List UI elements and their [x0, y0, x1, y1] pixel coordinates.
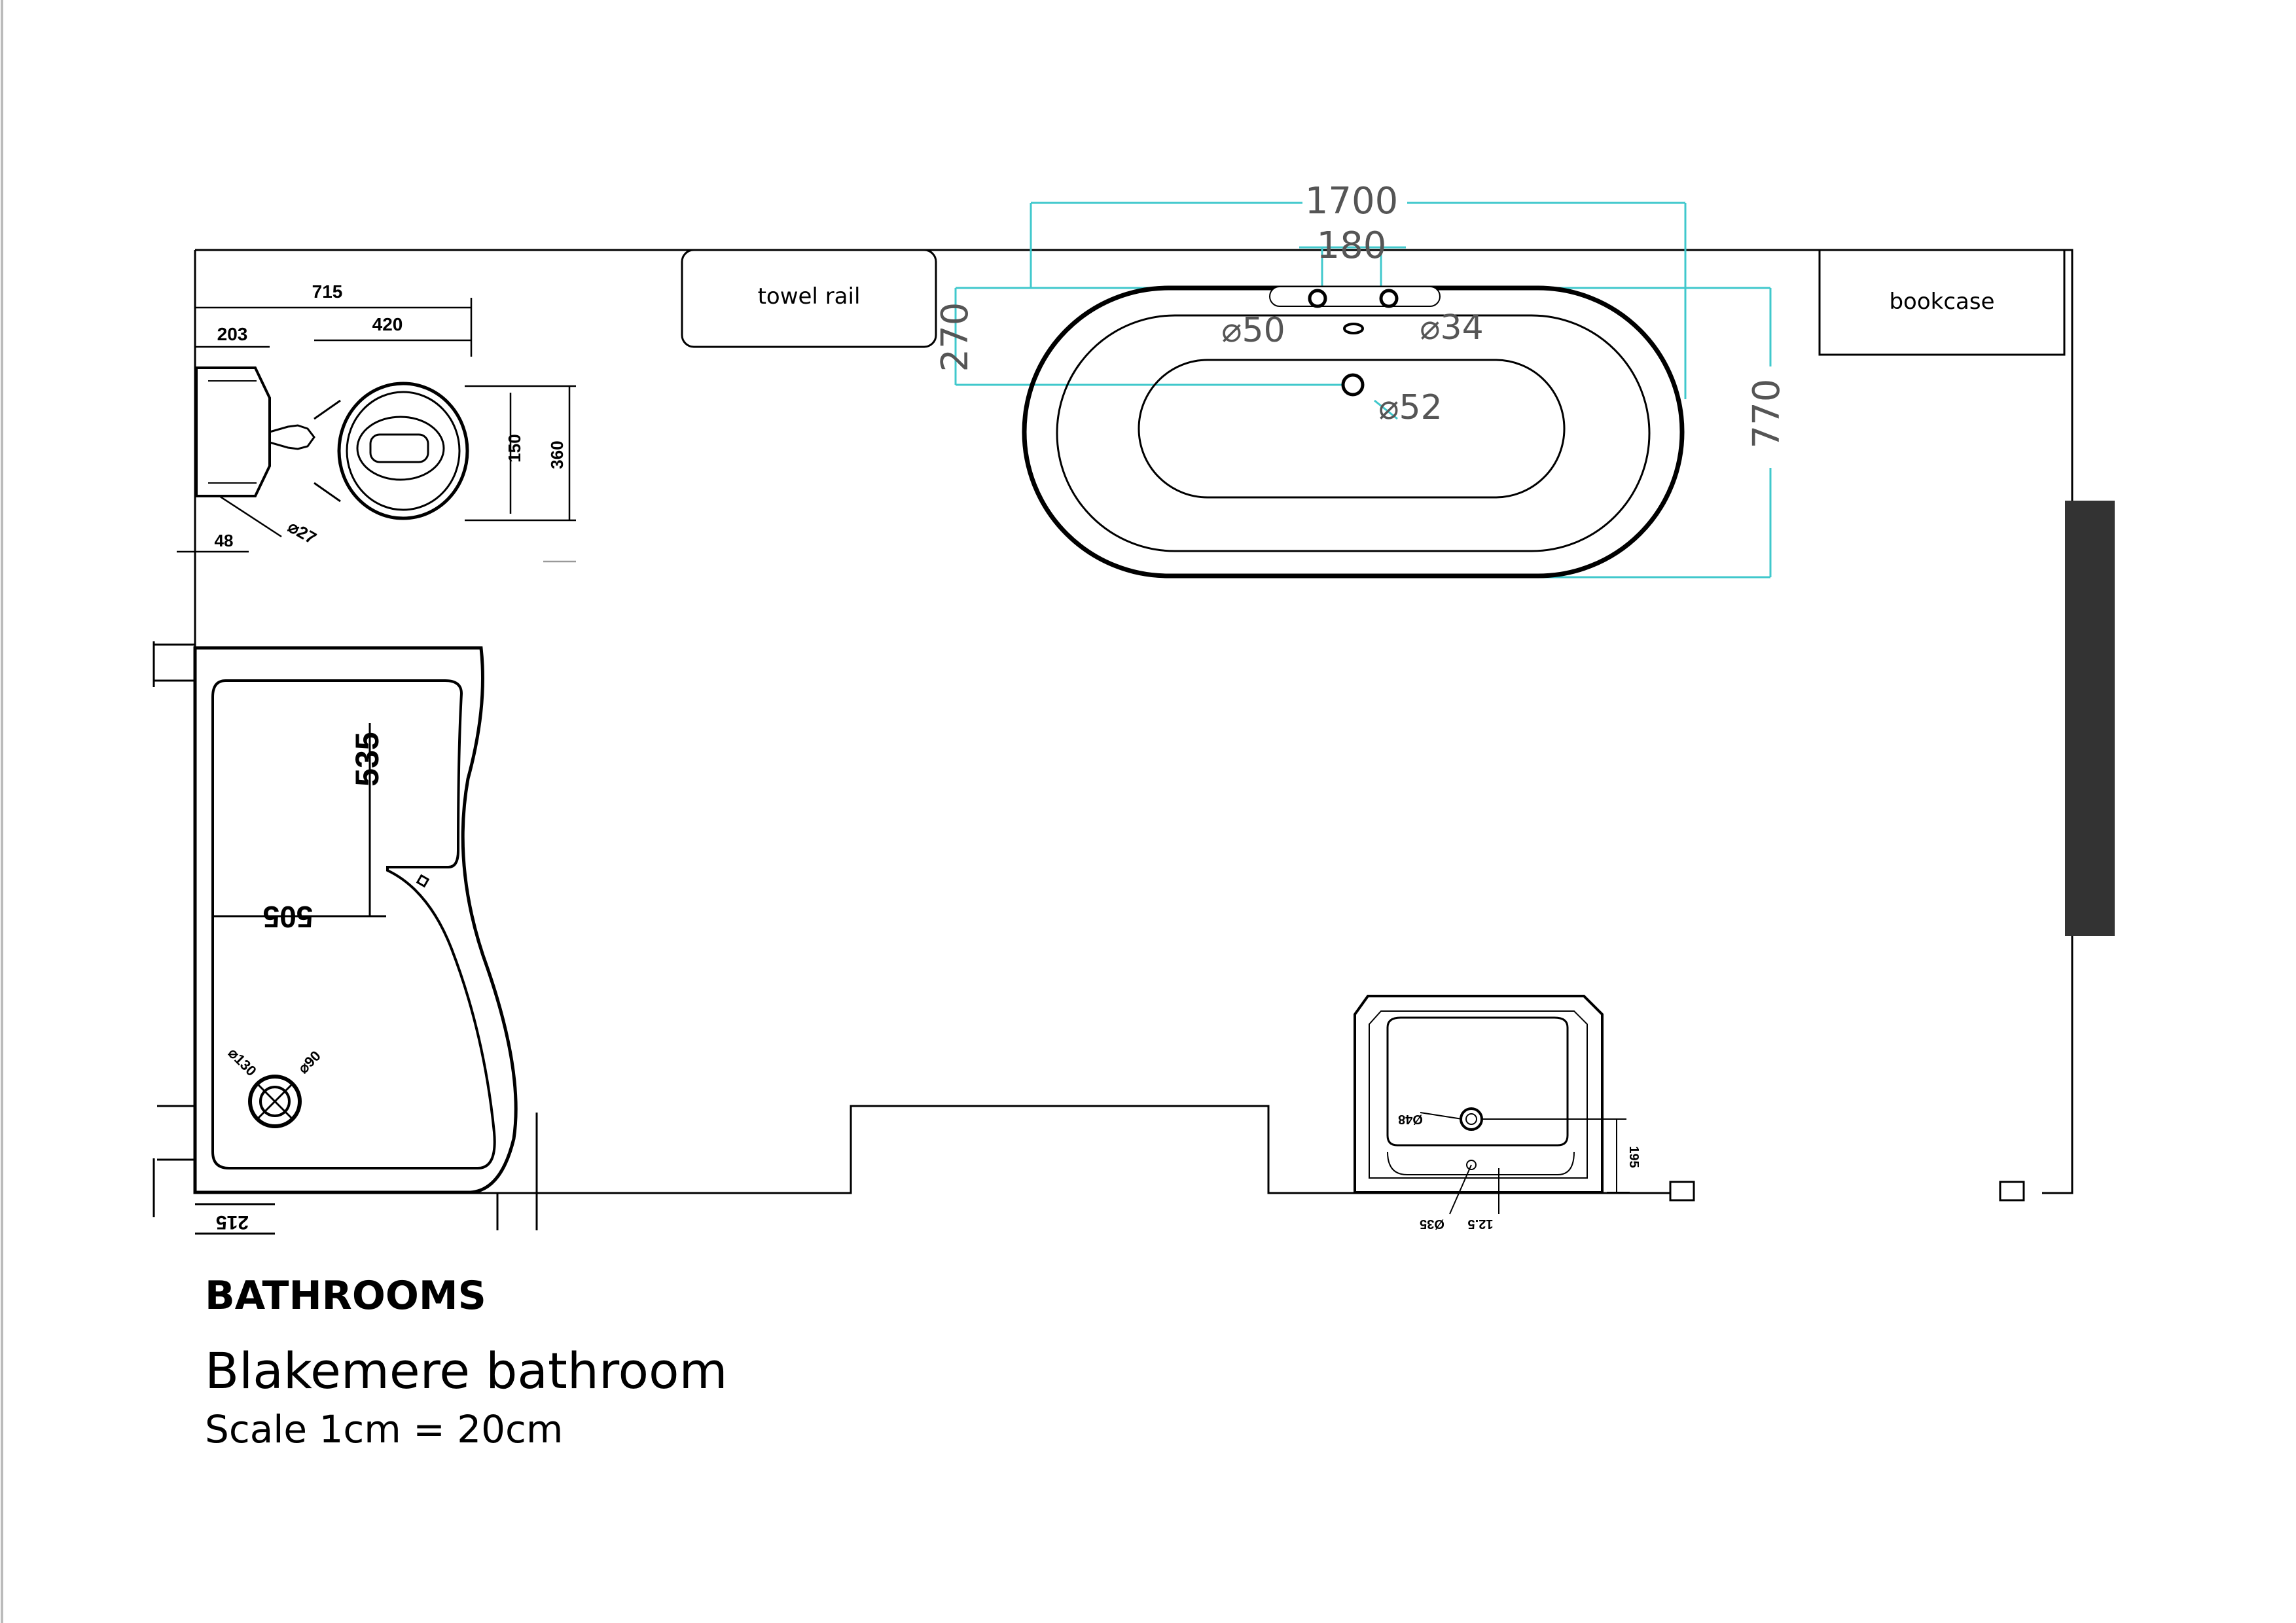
bookcase: bookcase: [1818, 249, 2066, 356]
dim-basin-height: 195: [1626, 1146, 1641, 1168]
dim-basin-tap: Ø35: [1420, 1217, 1444, 1231]
scale-note: Scale 1cm = 20cm: [205, 1407, 564, 1452]
dim-bath-length: 1700: [1305, 180, 1399, 223]
toilet-dimension-lines: [177, 298, 576, 563]
room-walls: [194, 249, 2073, 1194]
dim-shower-foot: 215: [216, 1211, 249, 1233]
shower-outer: [193, 646, 518, 1194]
dim-toilet-offset: 48: [215, 531, 234, 550]
towel-rail: towel rail: [681, 249, 937, 348]
shower-bath: 535 505 ⌀130 ⌀90 215: [152, 641, 538, 1235]
basin-dimension-lines: [1420, 1112, 1630, 1215]
dim-bath-width: 770: [1746, 379, 1788, 449]
bath-tap-hole-left: [1308, 289, 1327, 308]
shower-inner: [211, 679, 496, 1169]
basin-waste: [1460, 1107, 1483, 1131]
dim-toilet-height-inner: 150: [505, 434, 524, 462]
dim-toilet-height-outer: 360: [547, 440, 567, 469]
basin: Ø48 195 Ø35 12.5: [1354, 995, 1641, 1231]
dim-bath-waste: ⌀52: [1378, 388, 1442, 427]
dim-toilet-overall: 715: [312, 281, 343, 302]
toilet: 715 203 420 150 360 48 ⌀27: [177, 281, 576, 563]
socket-right: [1999, 1181, 2025, 1202]
bath-outer-rim: [1022, 285, 1685, 579]
dim-basin-offset: 12.5: [1468, 1217, 1494, 1231]
bath-tap-deck: [1269, 286, 1441, 307]
room-title: Blakemere bathroom: [205, 1342, 728, 1400]
bath-basin: [1138, 359, 1566, 499]
basin-tap-hole: [1466, 1160, 1477, 1170]
section-heading: BATHROOMS: [205, 1273, 486, 1319]
towel-rail-label: towel rail: [758, 283, 861, 310]
dim-basin-waste: Ø48: [1398, 1112, 1423, 1126]
bath-inner-rim: [1056, 314, 1651, 552]
dim-shower-depth: 535: [349, 732, 386, 786]
freestanding-bath: 1700 180 270 770 ⌀50 ⌀34 ⌀52: [934, 180, 1788, 579]
dim-bath-hole-left: ⌀50: [1221, 311, 1285, 350]
bath-waste-hole: [1341, 373, 1365, 397]
dim-bath-tap-spacing: 180: [1317, 224, 1387, 267]
bookcase-label: bookcase: [1889, 289, 1994, 315]
dim-shower-waste-outer: ⌀130: [225, 1044, 260, 1079]
socket-left: [1669, 1181, 1695, 1202]
dim-shower-waste-inner: ⌀90: [295, 1048, 324, 1077]
dim-toilet-pan: 420: [372, 314, 403, 334]
dim-shower-width: 505: [263, 900, 314, 934]
shower-side-lines: [152, 641, 538, 1235]
radiator: [2065, 501, 2115, 936]
dim-bath-hole-right: ⌀34: [1420, 308, 1483, 348]
dim-toilet-pipe: ⌀27: [285, 516, 320, 548]
dim-toilet-cistern: 203: [217, 324, 248, 344]
bath-overflow: [1343, 323, 1364, 334]
dim-bath-end-depth: 270: [934, 302, 977, 372]
bath-tap-hole-right: [1379, 289, 1399, 308]
shower-waste: [248, 1075, 302, 1128]
